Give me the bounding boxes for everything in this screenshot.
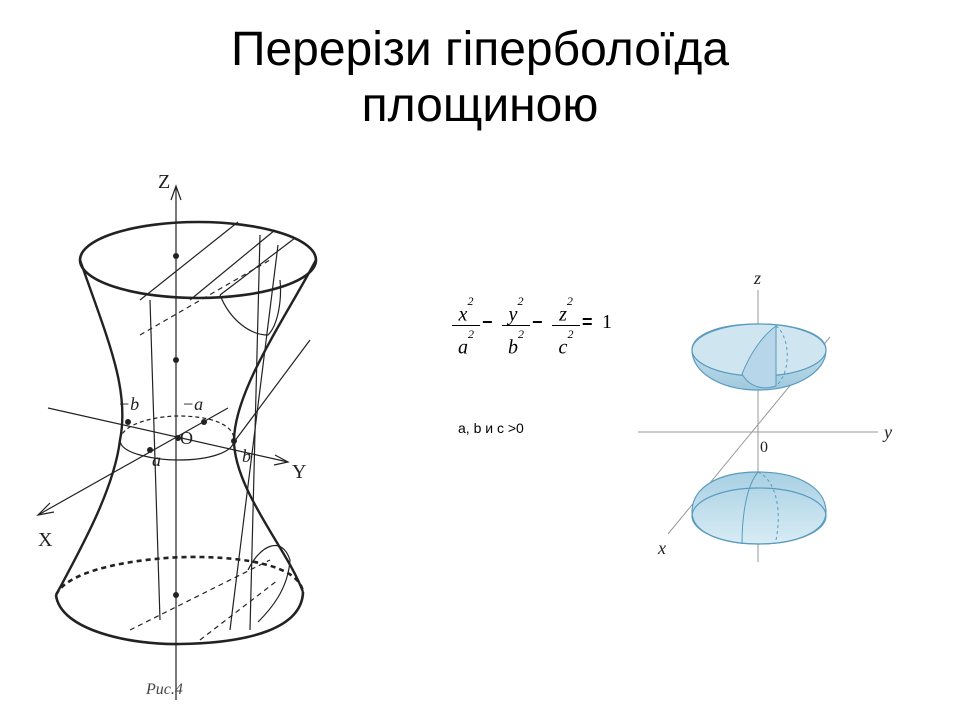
bottom-ellipse-front xyxy=(54,591,305,646)
generatrix-line-hidden xyxy=(139,259,271,336)
eq-x: x xyxy=(458,303,468,326)
eq-b: b xyxy=(508,336,518,359)
origin-label-right: 0 xyxy=(760,439,768,456)
oblique-line xyxy=(233,339,311,443)
point-b xyxy=(231,438,237,444)
generatrix-line xyxy=(229,244,279,631)
generatrix-line xyxy=(139,221,239,301)
y-axis-arrow xyxy=(273,454,290,466)
equation-rhs: 1 xyxy=(602,311,612,333)
title-line-1: Перерізи гіперболоїда xyxy=(230,23,730,76)
generatrix-line-hidden xyxy=(129,559,271,631)
label-b: b xyxy=(242,446,251,466)
z-point-mid xyxy=(173,357,179,363)
point-neg-a xyxy=(201,419,207,425)
label-neg-a: −a xyxy=(182,394,203,414)
x-axis xyxy=(37,407,229,516)
axis-y-label-right: y xyxy=(882,422,892,442)
axis-x-label-right: x xyxy=(657,538,666,558)
z-point-top xyxy=(173,253,179,259)
eq-z: z xyxy=(559,303,567,326)
z-point-bottom xyxy=(173,592,179,598)
point-a xyxy=(147,447,153,453)
axis-y-label: Y xyxy=(292,461,306,483)
eq-a: a xyxy=(458,336,468,359)
waist-ellipse-front xyxy=(119,439,235,461)
lower-sheet xyxy=(691,471,827,545)
section-curve-bottom xyxy=(247,545,291,623)
axis-x-label: X xyxy=(38,529,53,551)
x-axis-arrow xyxy=(36,502,55,516)
label-neg-b: −b xyxy=(118,394,139,414)
point-neg-b xyxy=(125,419,131,425)
bottom-ellipse-back xyxy=(54,555,305,596)
fraction-x: x2 a2 xyxy=(452,294,480,359)
fraction-y: y2 b2 xyxy=(502,294,530,359)
origin-point xyxy=(175,435,181,441)
hyperboloid-two-sheet-figure: z y x 0 xyxy=(638,268,892,562)
axis-z-label-right: z xyxy=(753,268,761,288)
minus-sign: − xyxy=(482,312,493,332)
generatrix-line-hidden xyxy=(199,579,279,641)
hyperboloid-one-sheet-figure: Z X Y O a −a b −b Рис.4 xyxy=(36,171,318,700)
hyperboloid-equation: x2 a2 − y2 b2 − z2 c2 = 1 xyxy=(452,294,622,364)
generatrix-line xyxy=(149,299,161,621)
upper-sheet xyxy=(691,323,827,391)
waist-ellipse-back xyxy=(119,415,235,441)
fraction-z: z2 c2 xyxy=(552,294,580,359)
axis-z-label: Z xyxy=(158,171,170,193)
y-axis xyxy=(47,407,289,463)
z-axis-arrow xyxy=(170,184,182,201)
eq-c: c xyxy=(558,336,568,359)
title-line-2: площиною xyxy=(361,79,599,132)
origin-label: O xyxy=(180,428,193,448)
generatrix-line xyxy=(219,237,296,296)
page-title: Перерізи гіперболоїда площиною xyxy=(0,22,960,134)
section-curve-top xyxy=(219,279,282,336)
label-a: a xyxy=(152,450,161,470)
eq-y: y xyxy=(508,303,518,326)
parameter-condition: a, b и c >0 xyxy=(458,420,524,436)
generatrix-line xyxy=(189,229,276,301)
left-silhouette xyxy=(54,259,124,596)
minus-sign: − xyxy=(532,312,543,332)
equals-sign: = xyxy=(582,312,593,332)
figure-caption: Рис.4 xyxy=(145,681,183,698)
